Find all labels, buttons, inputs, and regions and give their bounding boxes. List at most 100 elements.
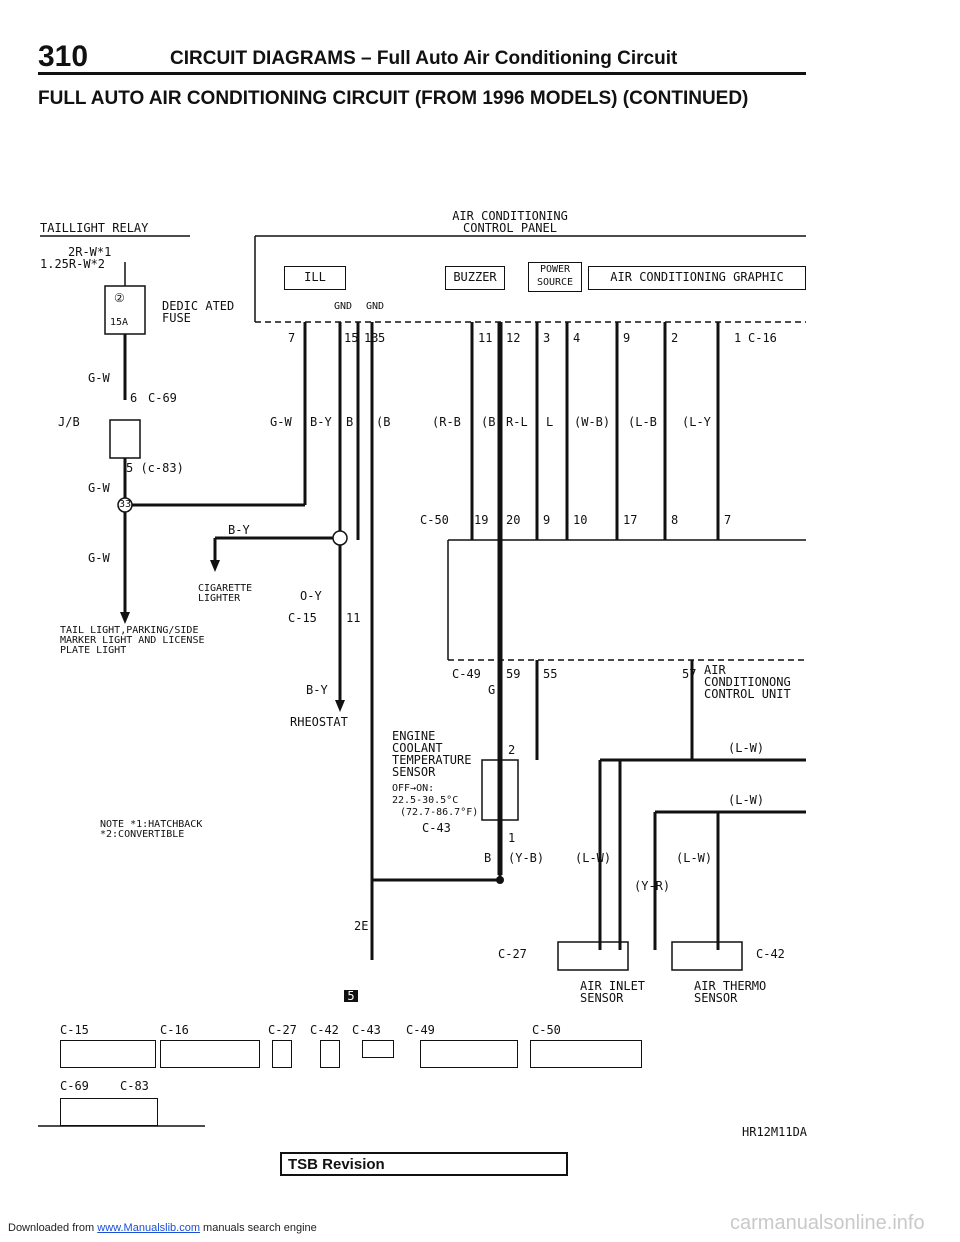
c50-pin-label: 9 [543, 513, 551, 527]
wire-color-label: (R-B [432, 415, 461, 429]
c83-connector-label: 5 (c-83) [126, 461, 184, 475]
gw-wire-label: G-W [88, 371, 110, 385]
g-wire-label: G [488, 683, 496, 697]
gw-wire-label-3: G-W [88, 551, 110, 565]
c69-pin-label: 6 [130, 391, 138, 405]
footer-suffix: manuals search engine [199, 1222, 317, 1234]
arrow-down [335, 700, 345, 712]
c49-connector-label: C-49 [452, 667, 481, 681]
pin-label: 3 [543, 331, 551, 345]
temp-c-label: 22.5-30.5°C [392, 795, 459, 806]
connector-label-c69: C-69 [60, 1079, 89, 1093]
ac-control-panel-label: AIR CONDITIONING CONTROL PANEL [452, 209, 568, 235]
connector-c27 [272, 1040, 292, 1068]
air-inlet-sensor-body [557, 941, 629, 971]
connector-c42 [320, 1040, 340, 1068]
connector-c69-c83 [60, 1098, 158, 1126]
pin-59-label: 59 [506, 667, 521, 681]
manualslib-link[interactable]: www.Manualslib.com [97, 1222, 200, 1234]
wire-2r-label: 2R-W*1 [68, 245, 112, 259]
oy-wire-label: O-Y [300, 589, 322, 603]
node-dot [496, 876, 504, 884]
connector-label-c49: C-49 [406, 1023, 435, 1037]
wire-color-label: (L-Y [682, 415, 711, 429]
wire-color-label: G-W [270, 415, 292, 429]
tsb-revision: TSB Revision [280, 1152, 568, 1176]
tail-light-label: TAIL LIGHT,PARKING/SIDE MARKER LIGHT AND… [60, 625, 205, 656]
gw-wire-label-2: G-W [88, 481, 110, 495]
connector-c15 [60, 1040, 156, 1068]
pin-55-label: 55 [543, 667, 558, 681]
ground-symbol: 5 [344, 990, 358, 1002]
air-thermo-sensor-label: AIR THERMO SENSOR [694, 979, 767, 1005]
wire-color-label: (B) [481, 415, 503, 429]
pin-label: 13 [364, 331, 379, 345]
wire-color-label: R-L [506, 415, 528, 429]
arrow-down [120, 612, 130, 624]
pin-label: 12 [506, 331, 521, 345]
wire-125r-label: 1.25R-W*2 [40, 257, 106, 271]
c50-pin-label: 19 [474, 513, 489, 527]
connector-label-c27: C-27 [268, 1023, 297, 1037]
c15-connector-label: C-15 [288, 611, 317, 625]
footer-source: Downloaded from www.Manualslib.com manua… [8, 1222, 317, 1234]
lw-label-2: (L-W) [728, 793, 765, 807]
lw-label-4: (L-W) [676, 851, 713, 865]
node-by-circle [332, 530, 348, 546]
c50-pin-label: 17 [623, 513, 638, 527]
node-33-label: 33 [119, 499, 132, 510]
gnd-label-2: GND [366, 301, 385, 312]
lw-label-1: (L-W) [728, 741, 765, 755]
taillight-relay-label: TAILLIGHT RELAY [40, 221, 149, 235]
note-label: NOTE *1:HATCHBACK *2:CONVERTIBLE [100, 819, 203, 840]
ect-sensor-body [481, 759, 519, 821]
jb-label: J/B [58, 415, 80, 429]
pin-label: 11 [478, 331, 493, 345]
temp-f-label: (72.7-86.7°F) [400, 807, 479, 818]
c50-connector-label: C-50 [420, 513, 449, 527]
header-rule [38, 72, 806, 75]
page-number: 310 [38, 40, 89, 73]
pin-label: 9 [623, 331, 631, 345]
section-title: CIRCUIT DIAGRAMS – Full Auto Air Conditi… [170, 48, 678, 69]
footer-prefix: Downloaded from [8, 1222, 98, 1234]
c50-pin-label: 8 [671, 513, 679, 527]
yb-wire-label: (Y-B) [508, 851, 545, 865]
watermark: carmanualsonline.info [730, 1212, 925, 1234]
connector-label-c83: C-83 [120, 1079, 149, 1093]
off-on-label: OFF→ON: [392, 783, 435, 794]
by-wire-label-2: B-Y [306, 683, 328, 697]
buzzer-box: BUZZER [445, 266, 505, 290]
connector-c49 [420, 1040, 518, 1068]
pin-label: 4 [573, 331, 581, 345]
c16-connector-label: C-16 [748, 331, 777, 345]
connector-label-c15: C-15 [60, 1023, 89, 1037]
pin-11-label: 11 [346, 611, 361, 625]
junction-block [109, 419, 141, 459]
fuse-number: ② [114, 291, 125, 305]
ect-sensor-label: ENGINE COOLANT TEMPERATURE SENSOR [392, 729, 472, 779]
pin-57-label: 57 [682, 667, 697, 681]
c43-connector-label: C-43 [422, 821, 451, 835]
wire-color-label: L [546, 415, 554, 429]
pin-label: 5 [378, 331, 386, 345]
b-wire-label: B [484, 851, 492, 865]
ac-graphic-box: AIR CONDITIONING GRAPHIC [588, 266, 806, 290]
fuse-amperage: 15A [110, 317, 129, 328]
c50-pin-label: 7 [724, 513, 732, 527]
wire-color-label: (W-B) [574, 415, 611, 429]
arrow-down [210, 560, 220, 572]
by-wire-label: B-Y [228, 523, 250, 537]
lw-label-3: (L-W) [575, 851, 612, 865]
dedicated-fuse-label: DEDIC ATED FUSE [162, 299, 235, 325]
page-title: FULL AUTO AIR CONDITIONING CIRCUIT (FROM… [38, 88, 749, 109]
yr-wire-label: (Y-R) [634, 879, 671, 893]
pin-label: 2 [671, 331, 679, 345]
connector-c50 [530, 1040, 642, 1068]
ect-pin-2-label: 2 [508, 743, 516, 757]
wire-color-label: (B [376, 415, 391, 429]
ect-pin-1-label: 1 [508, 831, 516, 845]
c27-connector-label: C-27 [498, 947, 527, 961]
c50-pin-label: 10 [573, 513, 588, 527]
ac-control-unit-label: AIR CONDITIONONG CONTROL UNIT [704, 663, 791, 701]
